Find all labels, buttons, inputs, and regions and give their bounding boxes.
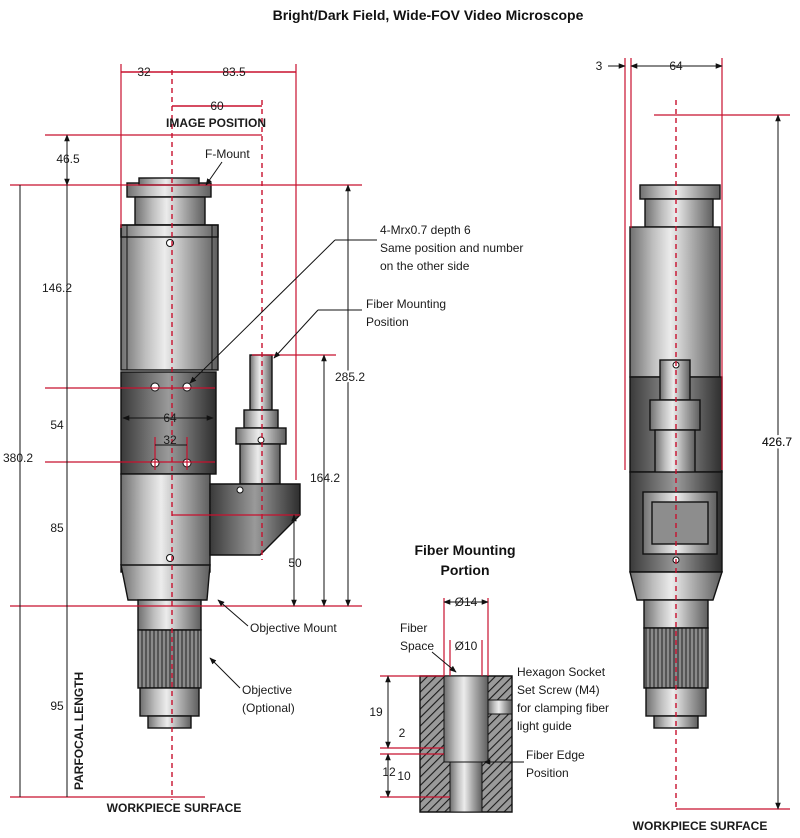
side-dim-426-7: 426.7 xyxy=(762,435,792,449)
fiber-portion: Fiber Mounting Portion Ø14 Ø10 19 2 12 1… xyxy=(369,542,609,813)
front-callouts: F-Mount 4-Mrx0.7 depth 6 Same position a… xyxy=(189,147,523,715)
dim-60: 60 xyxy=(210,99,224,113)
side-view xyxy=(629,184,723,729)
workpiece-label-side: WORKPIECE SURFACE xyxy=(633,819,768,833)
dim-64: 64 xyxy=(163,411,177,425)
hex-line-4: light guide xyxy=(517,719,572,733)
dim-32b: 32 xyxy=(163,433,177,447)
fiber-space-line-2: Space xyxy=(400,639,434,653)
dim-dia-10: Ø10 xyxy=(455,639,478,653)
dim-10: 10 xyxy=(397,769,411,783)
lower-barrel xyxy=(120,473,211,573)
side-dim-64: 64 xyxy=(669,59,683,73)
dim-83-5: 83.5 xyxy=(222,65,246,79)
mrx-line-2: Same position and number xyxy=(380,241,523,255)
upper-barrel xyxy=(120,224,219,371)
dim-50: 50 xyxy=(288,556,302,570)
objective-line-2: (Optional) xyxy=(242,701,295,715)
dim-285-2: 285.2 xyxy=(335,370,365,384)
svg-text:426.7: 426.7 xyxy=(762,435,792,449)
fiber-space-line-1: Fiber xyxy=(400,621,427,635)
fiber-portion-title-1: Fiber Mounting xyxy=(414,542,515,558)
mrx-line-1: 4-Mrx0.7 depth 6 xyxy=(380,223,471,237)
dim-12: 12 xyxy=(382,765,396,779)
fiber-mount-line-1: Fiber Mounting xyxy=(366,297,446,311)
dim-dia-14: Ø14 xyxy=(455,595,478,609)
dim-146-2: 146.2 xyxy=(42,281,72,295)
mrx-line-3: on the other side xyxy=(380,259,470,273)
hex-line-3: for clamping fiber xyxy=(517,701,609,715)
workpiece-label-front: WORKPIECE SURFACE xyxy=(107,801,242,815)
dim-19: 19 xyxy=(369,705,383,719)
hex-set-screw xyxy=(487,699,513,715)
dim-95: 95 xyxy=(50,699,64,713)
fmount-label: F-Mount xyxy=(205,147,250,161)
dim-46-5: 46.5 xyxy=(56,152,80,166)
parfocal-label: PARFOCAL LENGTH xyxy=(72,672,86,790)
dim-2: 2 xyxy=(399,726,406,740)
front-view xyxy=(120,177,301,729)
hex-line-1: Hexagon Socket xyxy=(517,665,606,679)
objective-knurl xyxy=(137,629,202,689)
edge-line-2: Position xyxy=(526,766,569,780)
front-dimensions: 32 83.5 60 IMAGE POSITION 46.5 146.2 54 … xyxy=(3,64,367,815)
dim-164-2: 164.2 xyxy=(310,471,340,485)
side-dim-3: 3 xyxy=(596,59,603,73)
fiber-post xyxy=(249,354,273,411)
dim-54: 54 xyxy=(50,418,64,432)
fiber-portion-title-2: Portion xyxy=(441,562,490,578)
side-dimensions: 3 64 426.7 426.7 WORKPIECE SURFACE xyxy=(596,58,795,833)
edge-line-1: Fiber Edge xyxy=(526,748,585,762)
dim-380-2: 380.2 xyxy=(3,451,33,465)
image-position-label: IMAGE POSITION xyxy=(166,116,266,130)
objective-mount-label: Objective Mount xyxy=(250,621,337,635)
fiber-bracket xyxy=(209,483,301,556)
hex-line-2: Set Screw (M4) xyxy=(517,683,600,697)
objective-line-1: Objective xyxy=(242,683,292,697)
dim-85: 85 xyxy=(50,521,64,535)
side-upper-barrel xyxy=(629,226,721,378)
page-title: Bright/Dark Field, Wide-FOV Video Micros… xyxy=(273,7,584,23)
dim-32: 32 xyxy=(137,65,151,79)
fiber-mount-line-2: Position xyxy=(366,315,409,329)
illuminator-block xyxy=(120,371,217,475)
